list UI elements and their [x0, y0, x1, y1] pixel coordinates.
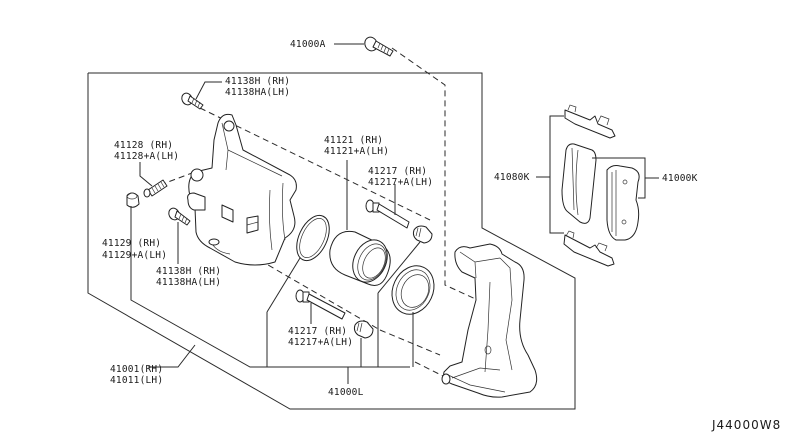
piston[interactable]: [329, 230, 394, 287]
pin-boot-upper[interactable]: [412, 225, 433, 244]
inner-brake-pad[interactable]: [561, 143, 597, 224]
piston-seal[interactable]: [290, 210, 336, 265]
slide-pin-upper[interactable]: [365, 199, 410, 229]
leader-41001: [148, 344, 196, 368]
callout-41001-rh: 41001(RH): [110, 364, 163, 375]
caliper-body[interactable]: [187, 113, 297, 266]
bolt-41000a[interactable]: [363, 35, 394, 57]
callout-41128-lh: 41128+A(LH): [114, 151, 179, 162]
callout-41000k: 41000K: [662, 173, 698, 184]
leader-41080k-bracket: [549, 115, 564, 234]
callout-41138h-lower-lh: 41138HA(LH): [156, 277, 221, 288]
leader-41138h-upper: [195, 81, 222, 100]
callout-41080k: 41080K: [494, 172, 530, 183]
reference-code: J44000W8: [711, 418, 781, 432]
piston-dust-boot[interactable]: [384, 259, 441, 321]
callout-41000a: 41000A: [290, 39, 326, 50]
pad-clip-lower[interactable]: [563, 230, 615, 267]
callout-41217-upper-rh: 41217 (RH): [368, 166, 427, 177]
callout-41217-upper-lh: 41217+A(LH): [368, 177, 433, 188]
pin-boot-lower[interactable]: [353, 320, 374, 339]
callout-41011-lh: 41011(LH): [110, 375, 163, 386]
callout-41217-lower-rh: 41217 (RH): [288, 326, 347, 337]
callout-41121-rh: 41121 (RH): [324, 135, 383, 146]
pad-clip-upper[interactable]: [564, 104, 616, 139]
bleeder-cap[interactable]: [126, 192, 140, 208]
leader-41128: [139, 162, 153, 187]
bleeder-screw[interactable]: [143, 179, 168, 198]
callout-41129-lh: 41129+A(LH): [102, 250, 167, 261]
callout-41000l: 41000L: [328, 387, 364, 398]
callout-41138h-upper-lh: 41138HA(LH): [225, 87, 290, 98]
callout-41217-lower-lh: 41217+A(LH): [288, 337, 353, 348]
callout-41121-lh: 41121+A(LH): [324, 146, 389, 157]
guide-bolt-lower[interactable]: [167, 206, 191, 226]
leader-41129: [130, 206, 410, 368]
callout-41128-rh: 41128 (RH): [114, 140, 173, 151]
callout-41138h-upper-rh: 41138H (RH): [225, 76, 290, 87]
callout-41138h-lower-rh: 41138H (RH): [156, 266, 221, 277]
slide-pin-lower[interactable]: [295, 289, 346, 320]
caliper-bracket[interactable]: [441, 243, 538, 398]
leader-41000l: [266, 241, 421, 384]
assembly-frame: [87, 72, 576, 410]
outer-brake-pad[interactable]: [606, 165, 640, 241]
callout-41129-rh: 41129 (RH): [102, 238, 161, 249]
guide-bolt-upper[interactable]: [180, 91, 204, 110]
